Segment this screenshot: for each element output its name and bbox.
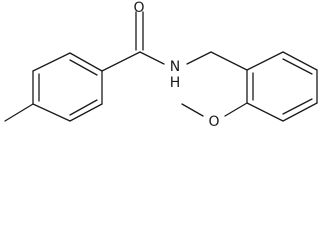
- amide-hydrogen-label: H: [170, 75, 181, 91]
- bond-ring1-e-inner: [69, 99, 98, 116]
- carbonyl-oxygen-label: O: [133, 0, 144, 16]
- amide-nitrogen-label: N: [170, 59, 180, 75]
- bond-ring1-c-inner: [69, 59, 98, 76]
- bond-ring-to-ether-oxygen: [224, 102, 248, 117]
- bond-ch2-to-ring: [210, 51, 248, 71]
- bond-nitrogen-to-ch2: [186, 51, 212, 65]
- bond-ring2-e: [246, 102, 284, 122]
- bond-ring2-b-inner: [282, 58, 313, 75]
- bond-ring2-a: [246, 51, 284, 71]
- bond-ring1-c: [69, 52, 103, 72]
- bond-ring-to-carbonyl: [101, 51, 141, 72]
- bond-ring2-b: [282, 51, 318, 71]
- bond-carbonyl-to-nitrogen: [139, 51, 165, 65]
- bond-ring2-d-inner: [282, 98, 313, 115]
- chemical-structure: O N H O: [4, 0, 318, 130]
- bond-ring1-b: [32, 52, 71, 72]
- ether-oxygen-label: O: [208, 114, 219, 130]
- bond-lines: [4, 11, 318, 122]
- bond-ether-oxygen-to-methyl: [181, 103, 204, 117]
- bond-ring2-d: [282, 102, 318, 122]
- bond-methyl: [4, 103, 34, 122]
- bond-ring1-f: [32, 103, 71, 122]
- bond-ring1-e: [69, 103, 103, 122]
